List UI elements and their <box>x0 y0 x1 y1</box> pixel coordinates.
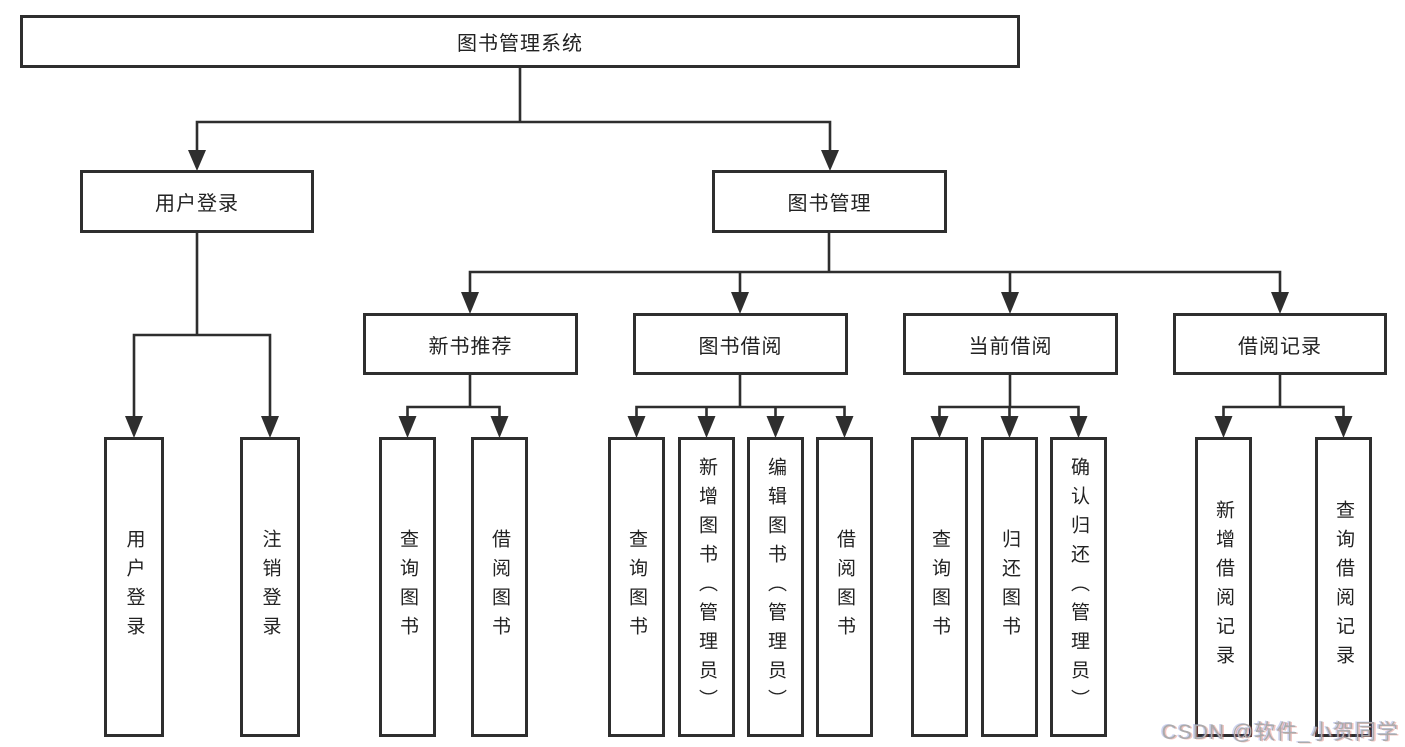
leaf-borrow-book-newbook: 借阅图书 <box>471 437 528 737</box>
connector-borrow-bus <box>635 375 846 418</box>
arrow-into-leaf-query-book-2 <box>627 416 646 438</box>
leaf-confirm-return-admin: 确认归还（管理员） <box>1050 437 1107 737</box>
arrow-into-book-management <box>821 150 839 171</box>
node-label: 用户登录 <box>155 193 239 215</box>
leaf-label: 新增借阅记录 <box>1213 500 1234 674</box>
leaf-query-borrow-record: 查询借阅记录 <box>1315 437 1372 737</box>
leaf-edit-book-admin: 编辑图书（管理员） <box>747 437 804 737</box>
leaf-label: 确认归还（管理员） <box>1068 456 1089 718</box>
node-new-book-recommend: 新书推荐 <box>363 313 578 375</box>
node-label: 图书管理系统 <box>457 33 583 55</box>
node-label: 图书管理 <box>787 193 872 215</box>
csdn-watermark: CSDN @软件_小贺同学 <box>1161 721 1399 744</box>
node-library-management-system: 图书管理系统 <box>20 15 1020 68</box>
leaf-label: 查询图书 <box>626 529 647 645</box>
leaf-add-book-admin: 新增图书（管理员） <box>678 437 735 737</box>
arrow-into-leaf-borrow-book-1 <box>490 416 509 438</box>
leaf-label: 查询借阅记录 <box>1333 500 1354 674</box>
connector-current-bus <box>938 375 1080 418</box>
leaf-label: 查询图书 <box>397 529 418 645</box>
leaf-logout: 注销登录 <box>240 437 300 737</box>
arrow-into-user-login <box>188 150 206 171</box>
arrow-into-leaf-add-book <box>697 416 716 438</box>
leaf-label: 查询图书 <box>929 529 950 645</box>
arrow-into-leaf-logout <box>261 416 279 438</box>
arrow-into-leaf-edit-book <box>766 416 785 438</box>
node-borrow-records: 借阅记录 <box>1173 313 1387 375</box>
node-current-borrow: 当前借阅 <box>903 313 1118 375</box>
leaf-query-book-borrow: 查询图书 <box>608 437 665 737</box>
arrow-into-borrow-records <box>1271 292 1289 314</box>
arrow-into-new-book <box>461 292 479 314</box>
node-book-management: 图书管理 <box>712 170 947 233</box>
node-label: 图书借阅 <box>698 335 783 358</box>
connector-records-bus <box>1222 375 1345 418</box>
leaf-borrow-book: 借阅图书 <box>816 437 873 737</box>
connector-level3-bus <box>468 270 1282 294</box>
leaf-add-borrow-record: 新增借阅记录 <box>1195 437 1252 737</box>
connector-userlogin-bus <box>132 333 272 418</box>
arrow-into-leaf-add-record <box>1214 416 1233 438</box>
leaf-return-book: 归还图书 <box>981 437 1038 737</box>
arrow-into-leaf-query-book-3 <box>930 416 949 438</box>
connector-level2-bus <box>195 120 832 152</box>
arrow-into-leaf-confirm-return <box>1069 416 1088 438</box>
leaf-query-book-current: 查询图书 <box>911 437 968 737</box>
arrow-into-leaf-borrow-book-2 <box>835 416 854 438</box>
leaf-label: 编辑图书（管理员） <box>765 456 786 718</box>
leaf-label: 新增图书（管理员） <box>696 456 717 718</box>
arrow-into-book-borrow <box>731 292 749 314</box>
node-book-borrow: 图书借阅 <box>633 313 848 375</box>
arrow-into-current-borrow <box>1001 292 1019 314</box>
leaf-label: 借阅图书 <box>834 529 855 645</box>
arrow-into-leaf-query-book-1 <box>398 416 417 438</box>
leaf-user-login: 用户登录 <box>104 437 164 737</box>
leaf-label: 用户登录 <box>123 529 145 645</box>
node-label: 借阅记录 <box>1238 335 1322 358</box>
node-label: 当前借阅 <box>968 335 1053 358</box>
leaf-label: 借阅图书 <box>489 529 510 645</box>
arrow-into-leaf-return-book <box>1000 416 1019 438</box>
connector-newbook-bus <box>406 375 501 418</box>
node-label: 新书推荐 <box>428 335 513 358</box>
leaf-label: 注销登录 <box>259 529 281 645</box>
node-user-login: 用户登录 <box>80 170 314 233</box>
arrow-into-leaf-user-login <box>125 416 143 438</box>
leaf-label: 归还图书 <box>999 529 1020 645</box>
arrow-into-leaf-query-record <box>1334 416 1353 438</box>
leaf-query-book-newbook: 查询图书 <box>379 437 436 737</box>
